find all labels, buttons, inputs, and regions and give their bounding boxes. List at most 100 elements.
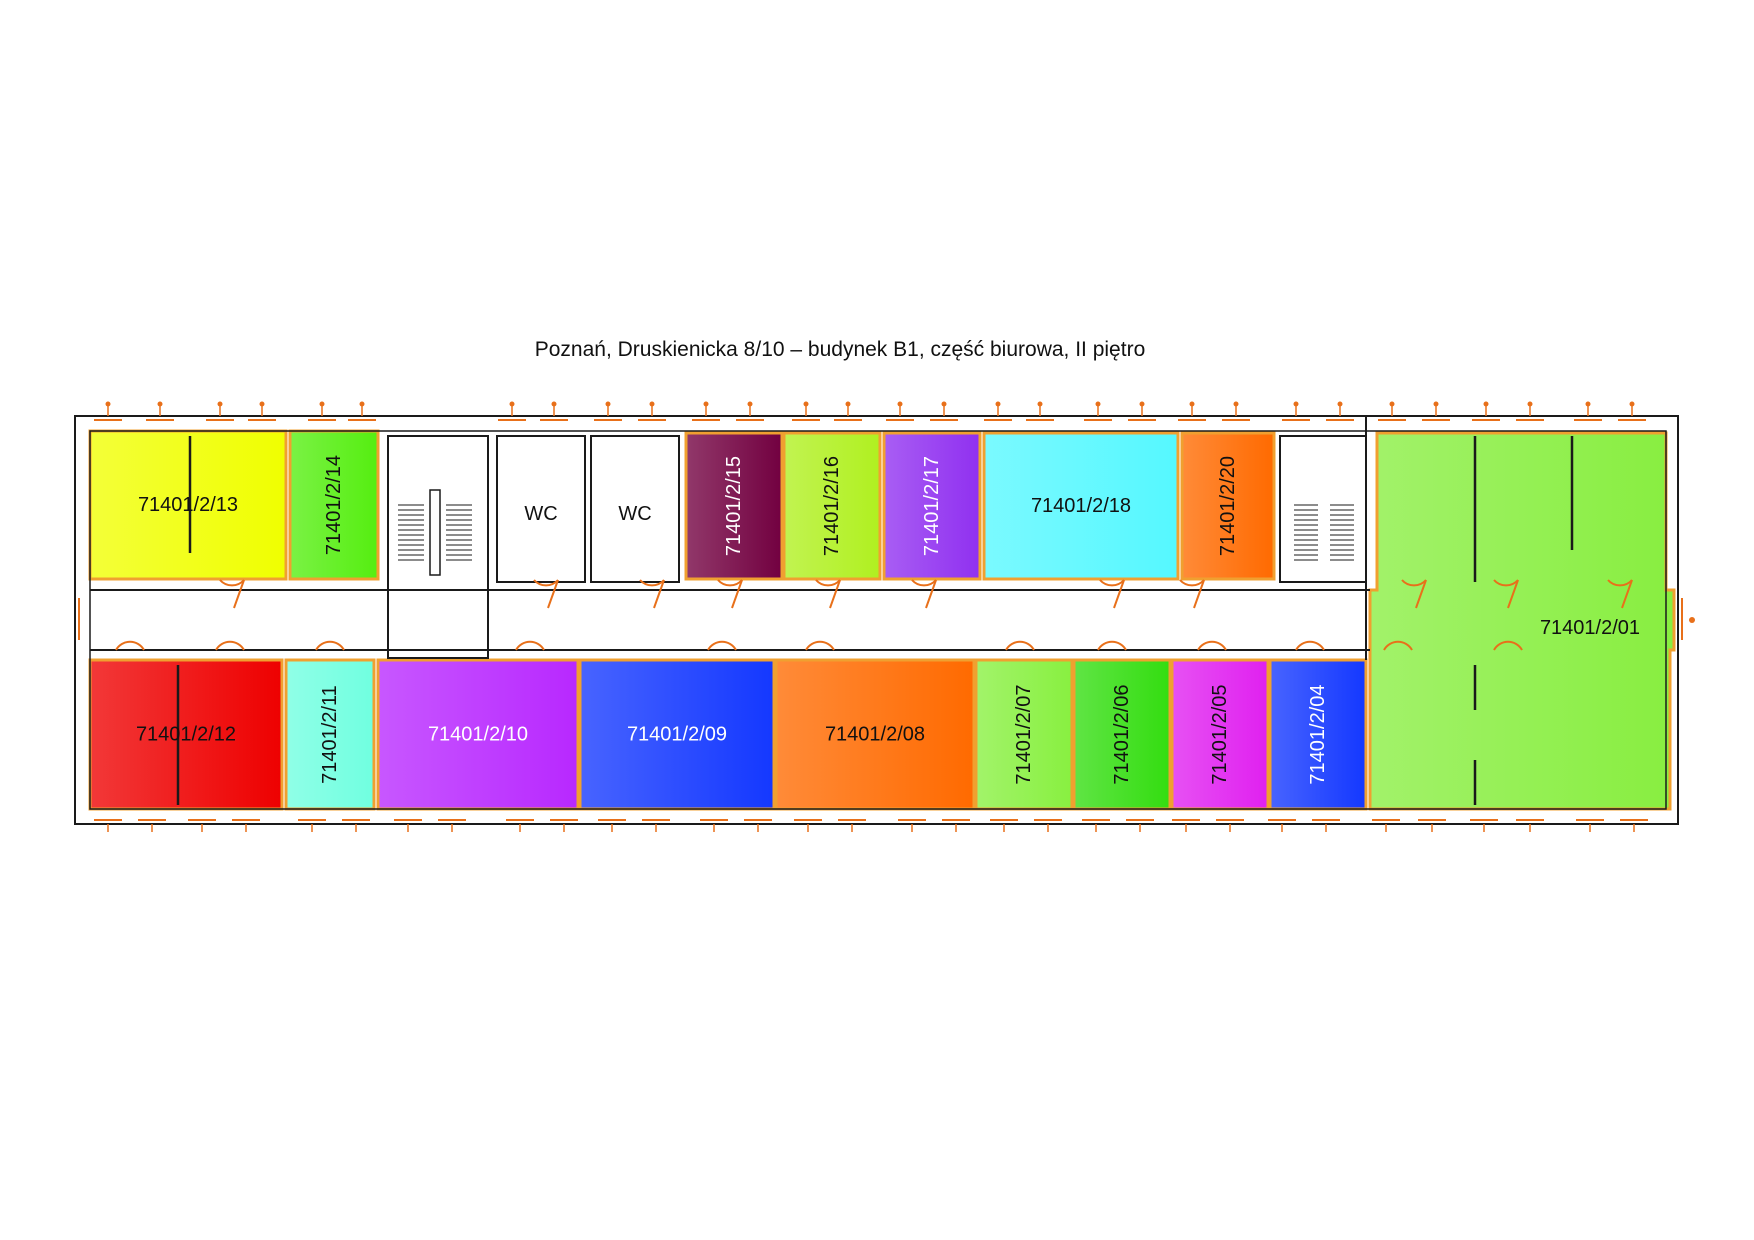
window-handle: [995, 401, 1001, 407]
door-swing: [1493, 640, 1523, 651]
door-swing: [815, 579, 841, 587]
door-leaf: [1507, 579, 1519, 609]
inner-wall: [89, 430, 1667, 810]
room-r06[interactable]: [1072, 658, 1172, 811]
room-label-r09: 71401/2/09: [627, 724, 727, 746]
room-label-r04: 71401/2/04: [1307, 684, 1329, 784]
window-handle: [1629, 401, 1635, 407]
wc-room: [496, 435, 586, 583]
door-leaf: [233, 579, 245, 609]
window-handle: [941, 401, 947, 407]
room-label-r16: 71401/2/16: [821, 456, 843, 556]
walls-layer: [74, 415, 1679, 825]
window-handle: [747, 401, 753, 407]
door-swing: [1401, 579, 1427, 587]
window-handle: [157, 401, 163, 407]
door-leaf: [1193, 579, 1205, 609]
door-swing: [1005, 640, 1035, 651]
windows-layer: [78, 401, 1695, 832]
room-r15[interactable]: [684, 431, 784, 581]
door-swing: [805, 640, 835, 651]
room-label-r06: 71401/2/06: [1111, 684, 1133, 784]
window-handle: [105, 401, 111, 407]
room-fills-layer: [88, 429, 1676, 811]
window-handle: [259, 401, 265, 407]
door-swing: [1179, 579, 1205, 587]
labels-layer: 71401/2/13 71401/2/14 71401/2/15 71401/2/16…: [136, 455, 1640, 785]
window-handle: [703, 401, 709, 407]
room-label-r15: 71401/2/15: [723, 456, 745, 556]
room-label-r20: 71401/2/20: [1217, 456, 1239, 556]
window-handle: [1689, 617, 1695, 623]
outer-wall: [74, 415, 1679, 825]
door-swing: [115, 640, 145, 651]
room-r20[interactable]: [1180, 431, 1276, 581]
room-label-r01: 71401/2/01: [1540, 617, 1640, 639]
door-swing: [1383, 640, 1413, 651]
wc-room: [590, 435, 680, 583]
window-handle: [1483, 401, 1489, 407]
room-r13[interactable]: [88, 429, 288, 581]
door-swing: [1197, 640, 1227, 651]
window-handle: [1233, 401, 1239, 407]
wc-label: WC: [618, 503, 651, 525]
room-label-r07: 71401/2/07: [1013, 684, 1035, 784]
window-handle: [1293, 401, 1299, 407]
room-label-r10: 71401/2/10: [428, 724, 528, 746]
stairs-layer: [398, 489, 1354, 576]
door-swing: [315, 640, 345, 651]
door-leaf: [925, 579, 937, 609]
room-r08[interactable]: [774, 658, 976, 811]
plan-title: Poznań, Druskienicka 8/10 – budynek B1, …: [534, 338, 1146, 361]
door-swing: [707, 640, 737, 651]
door-swing: [533, 579, 559, 587]
door-swing: [1295, 640, 1325, 651]
window-handle: [1337, 401, 1343, 407]
door-swing: [911, 579, 937, 587]
window-handle: [509, 401, 515, 407]
room-r18[interactable]: [982, 431, 1180, 581]
door-leaf: [547, 579, 559, 609]
window-handle: [551, 401, 557, 407]
room-label-r14: 71401/2/14: [323, 455, 345, 555]
window-handle: [803, 401, 809, 407]
room-label-r12: 71401/2/12: [136, 724, 236, 746]
door-swing: [1493, 579, 1519, 587]
room-label-r17: 71401/2/17: [921, 456, 943, 556]
door-leaf: [731, 579, 743, 609]
stair-rail: [429, 489, 441, 576]
room-r07[interactable]: [974, 658, 1074, 811]
door-swing: [215, 640, 245, 651]
window-handle: [1095, 401, 1101, 407]
window-handle: [1585, 401, 1591, 407]
room-label-r13: 71401/2/13: [138, 494, 238, 516]
window-handle: [649, 401, 655, 407]
door-swing: [639, 579, 665, 587]
door-swing: [219, 579, 245, 587]
door-swing: [1099, 579, 1125, 587]
room-label-r05: 71401/2/05: [1209, 684, 1231, 784]
door-leaf: [1415, 579, 1427, 609]
room-r11[interactable]: [284, 658, 376, 811]
window-handle: [605, 401, 611, 407]
window-handle: [897, 401, 903, 407]
door-leaf: [829, 579, 841, 609]
room-label-r08: 71401/2/08: [825, 724, 925, 746]
window-handle: [1433, 401, 1439, 407]
door-swing: [717, 579, 743, 587]
room-r04[interactable]: [1268, 658, 1368, 811]
room-r17[interactable]: [882, 431, 982, 581]
room-r05[interactable]: [1170, 658, 1270, 811]
stairwell-west: [387, 435, 489, 659]
doors-layer: [115, 579, 1633, 651]
door-swing: [1607, 579, 1633, 587]
window-handle: [1389, 401, 1395, 407]
room-r14[interactable]: [288, 429, 380, 581]
window-handle: [359, 401, 365, 407]
window-handle: [217, 401, 223, 407]
room-r16[interactable]: [782, 431, 882, 581]
door-swing: [1097, 640, 1127, 651]
room-r12[interactable]: [88, 658, 284, 811]
room-r09[interactable]: [578, 658, 776, 811]
